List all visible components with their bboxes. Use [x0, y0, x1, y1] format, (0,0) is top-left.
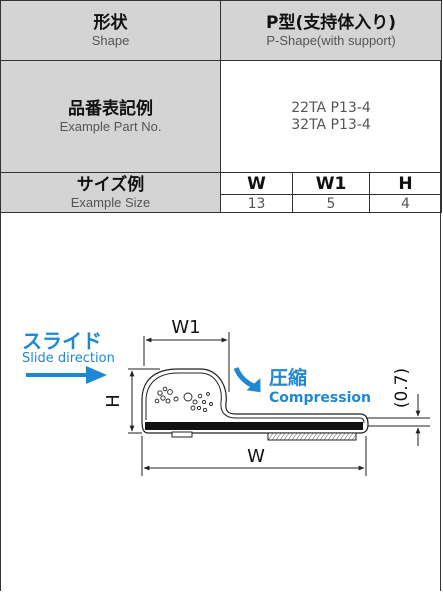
- compression-label-en: Compression: [269, 390, 371, 406]
- size-header-row: サイズ例 Example Size W W1 H: [0, 172, 443, 213]
- spec-table: 形状 Shape P型(支持体入り) P-Shape(with support)…: [0, 0, 443, 213]
- shape-value-en: P-Shape(with support): [266, 33, 396, 48]
- support-strip: [145, 422, 363, 430]
- size-value-w: 13: [220, 194, 293, 213]
- compression-label-jp: 圧縮: [269, 366, 307, 389]
- profile-inner-outline: [145, 372, 365, 424]
- profile-diagram: スライド Slide direction W1 H: [0, 240, 441, 591]
- shape-label-en: Shape: [91, 33, 130, 48]
- sponge-bubbles: [154, 386, 213, 413]
- part-label-en: Example Part No.: [59, 119, 162, 134]
- shape-row: 形状 Shape P型(支持体入り) P-Shape(with support): [0, 0, 443, 61]
- size-value-h: 4: [368, 194, 443, 213]
- support-tab: [171, 431, 193, 438]
- size-header-h: H: [368, 172, 443, 195]
- size-value-w1: 5: [292, 194, 370, 213]
- dim-gap-label: (0.7): [392, 368, 412, 408]
- shape-label-jp: 形状: [93, 13, 128, 33]
- size-label-en: Example Size: [70, 195, 151, 210]
- dim-w1-label: W1: [171, 317, 200, 338]
- size-header-w1: W1: [292, 172, 370, 195]
- part-label-cell: 品番表記例 Example Part No.: [0, 60, 221, 173]
- part-value-cell: 22TA P13-4 32TA P13-4: [219, 60, 443, 173]
- size-label-cell: サイズ例 Example Size: [0, 172, 221, 213]
- part-label-jp: 品番表記例: [68, 99, 153, 119]
- slide-label-jp: スライド: [22, 329, 102, 353]
- shape-label-cell: 形状 Shape: [0, 0, 221, 61]
- slide-direction-arrow-icon: [26, 366, 107, 384]
- dim-h-label: H: [103, 394, 124, 408]
- compression-arc: [233, 366, 257, 390]
- shape-value-cell: P型(支持体入り) P-Shape(with support): [219, 0, 443, 61]
- shape-value-jp: P型(支持体入り): [266, 13, 397, 33]
- part-row: 品番表記例 Example Part No. 22TA P13-4 32TA P…: [0, 60, 443, 173]
- profile-diagram-svg: スライド Slide direction W1 H: [22, 317, 430, 476]
- size-label-jp: サイズ例: [76, 175, 145, 195]
- part-number-1: 22TA P13-4: [291, 99, 371, 116]
- size-header-w: W: [220, 172, 293, 195]
- size-value-row: 13 5 4: [1, 194, 443, 213]
- adhesive-tape-hatched: [267, 432, 357, 441]
- compression-arrow-icon: [246, 378, 261, 393]
- dim-w-label: W: [247, 446, 265, 467]
- part-number-2: 32TA P13-4: [291, 116, 371, 133]
- slide-label-en: Slide direction: [22, 351, 115, 366]
